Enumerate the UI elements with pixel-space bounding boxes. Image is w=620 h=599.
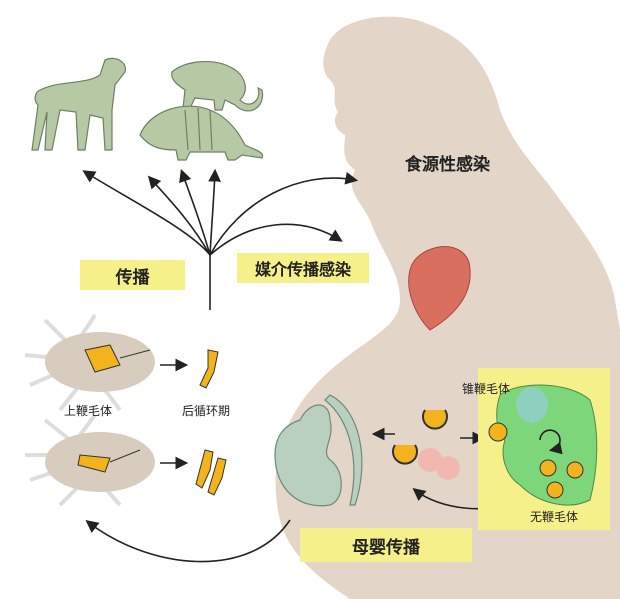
fetus [274, 394, 363, 507]
label-metacyclic-stage: 后循环期 [182, 404, 231, 418]
heart-organ [408, 246, 471, 331]
metacyclic-trypomastigotes [195, 349, 227, 496]
replication-cycle-arrow [539, 429, 563, 455]
triatomine-bug-1 [24, 313, 155, 412]
label-transmission: 传播 [80, 260, 185, 290]
label-epimastigote: 上鞭毛体 [64, 404, 113, 418]
blood-trypomastigotes [392, 409, 460, 480]
amastigotes [488, 422, 584, 499]
transmission-arrows [82, 168, 521, 563]
triatomine-bug-2 [25, 413, 155, 507]
label-vector-infection: 媒介传播感染 [237, 253, 369, 283]
armadillo-reservoir [139, 105, 264, 161]
opossum-reservoir [171, 61, 264, 112]
label-foodborne-infection: 食源性感染 [405, 155, 490, 175]
cell-nucleus [516, 387, 548, 423]
label-amastigote: 无鞭毛体 [530, 510, 579, 524]
label-trypomastigote: 锥鞭毛体 [462, 382, 511, 396]
dog-reservoir [31, 57, 127, 151]
label-congenital-transmission: 母婴传播 [300, 528, 472, 562]
